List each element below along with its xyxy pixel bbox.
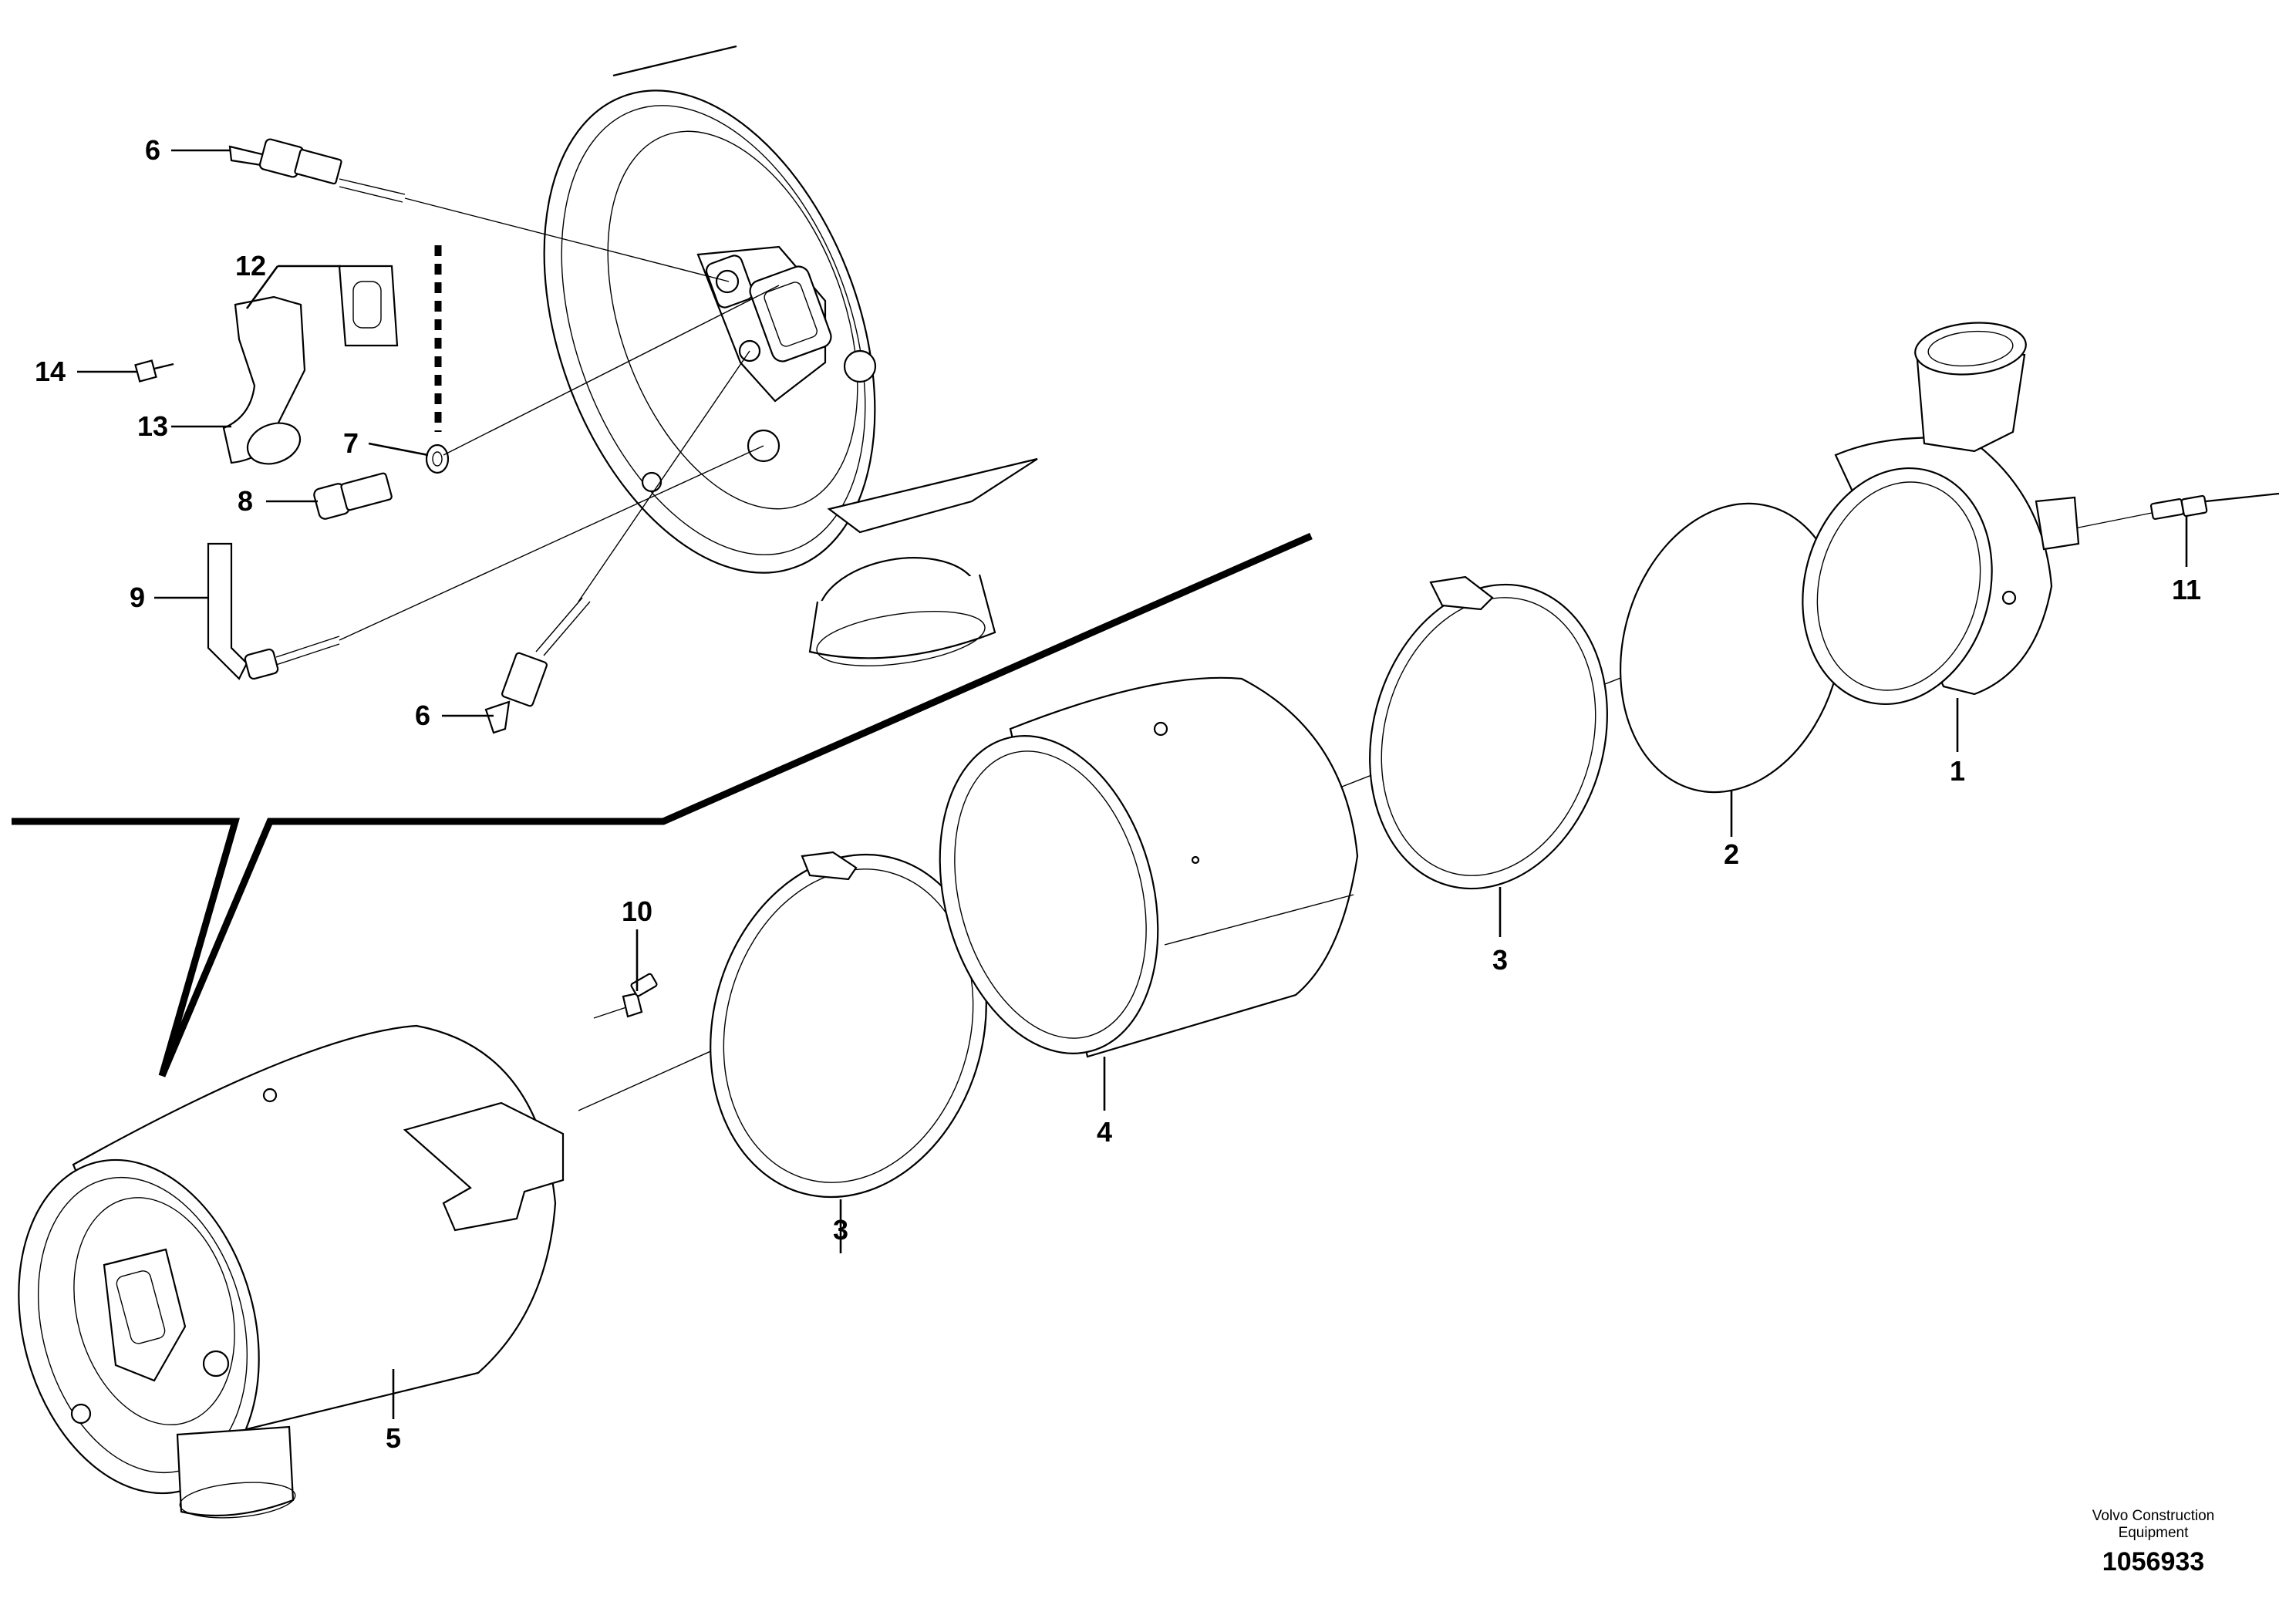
- elbow-pipe-13: [222, 295, 306, 465]
- detail-callout-frame: [12, 532, 1313, 1077]
- inlet-housing-1: [1802, 322, 2080, 706]
- gasket-12: [338, 265, 399, 347]
- publisher-credit: Volvo Construction Equipment 1056933: [2092, 1508, 2214, 1577]
- bolt-14: [134, 359, 174, 383]
- outlet-end-cap-detail: [543, 45, 1038, 666]
- callout-3-upper: 3: [1492, 944, 1509, 976]
- callout-6-bottom: 6: [414, 700, 431, 731]
- callout-14: 14: [34, 356, 66, 387]
- silencer-housing-5: [18, 1024, 565, 1519]
- callout-7: 7: [342, 427, 359, 459]
- callout-3-lower: 3: [832, 1214, 849, 1246]
- callout-9: 9: [129, 582, 146, 613]
- callout-10: 10: [621, 895, 653, 927]
- callout-13: 13: [137, 410, 169, 442]
- sensor-8: [313, 472, 393, 520]
- sensor-11: [2149, 492, 2280, 520]
- credit-line-2: Equipment: [2118, 1525, 2189, 1541]
- drawing-number: 1056933: [2102, 1547, 2205, 1576]
- callout-5: 5: [385, 1422, 402, 1454]
- clamp-3-lower: [710, 851, 987, 1199]
- clamp-3-upper: [1369, 575, 1608, 890]
- temp-sensor-9: [207, 542, 340, 680]
- callout-2: 2: [1723, 838, 1740, 870]
- callout-1: 1: [1949, 755, 1966, 787]
- callout-leaders: [77, 149, 2188, 1419]
- filter-canister-4: [939, 676, 1359, 1058]
- callout-6-top: 6: [144, 134, 161, 166]
- washer-7: [425, 443, 450, 474]
- callout-4: 4: [1096, 1116, 1113, 1148]
- sensor-10: [622, 973, 658, 1018]
- top-sensor-6: [228, 138, 406, 203]
- bottom-sensor-6: [484, 597, 591, 734]
- credit-line-1: Volvo Construction: [2092, 1508, 2215, 1524]
- callout-11: 11: [2171, 574, 2202, 605]
- callout-8: 8: [237, 485, 254, 517]
- callout-12: 12: [234, 250, 267, 282]
